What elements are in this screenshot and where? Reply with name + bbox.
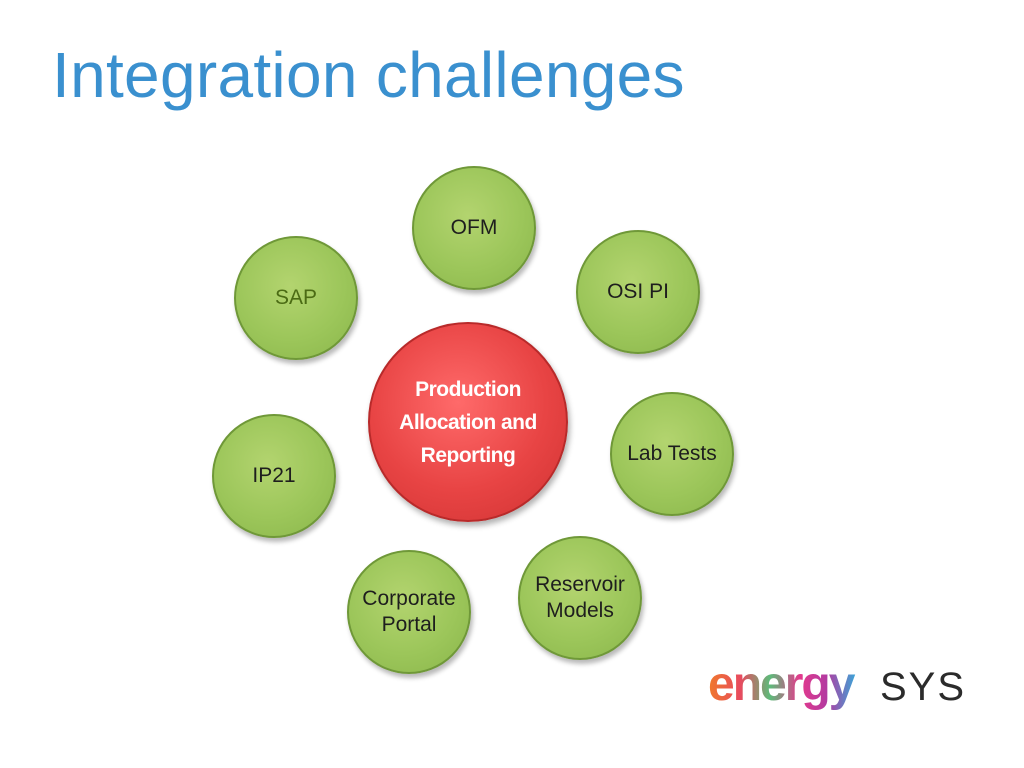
- node-label-line-2: Portal: [381, 613, 437, 636]
- node-ofm: OFM: [412, 166, 536, 290]
- node-label: SAP: [274, 286, 318, 309]
- node-label: OFM: [450, 216, 498, 239]
- node-label: OSI PI: [607, 280, 669, 303]
- node-sap: SAP: [234, 236, 358, 360]
- node-label-group: Reservoir Models: [529, 572, 631, 624]
- center-label-line-1: Production: [415, 377, 521, 401]
- node-label-line-2: Models: [546, 599, 614, 622]
- energysys-logo: energy SYS: [708, 658, 966, 711]
- slide-title: Integration challenges: [52, 39, 685, 111]
- node-label: IP21: [252, 464, 296, 487]
- node-osi-pi: OSI PI: [576, 230, 700, 354]
- node-label-line-1: Reservoir: [535, 573, 625, 596]
- center-node-production-allocation: Production Allocation and Reporting: [368, 322, 568, 522]
- node-label-line-1: Corporate: [362, 587, 456, 610]
- node-reservoir-models: Reservoir Models: [518, 536, 642, 660]
- center-label-line-2: Allocation and: [399, 410, 537, 434]
- node-ip21: IP21: [212, 414, 336, 538]
- logo-energy-text: energy: [708, 658, 856, 711]
- center-node-label: Production Allocation and Reporting: [393, 373, 543, 472]
- node-lab-tests: Lab Tests: [610, 392, 734, 516]
- center-label-line-3: Reporting: [420, 443, 516, 467]
- node-label-group: Corporate Portal: [356, 586, 461, 638]
- node-label: Lab Tests: [627, 442, 717, 465]
- logo-sys-text: SYS: [880, 665, 966, 709]
- node-corporate-portal: Corporate Portal: [347, 550, 471, 674]
